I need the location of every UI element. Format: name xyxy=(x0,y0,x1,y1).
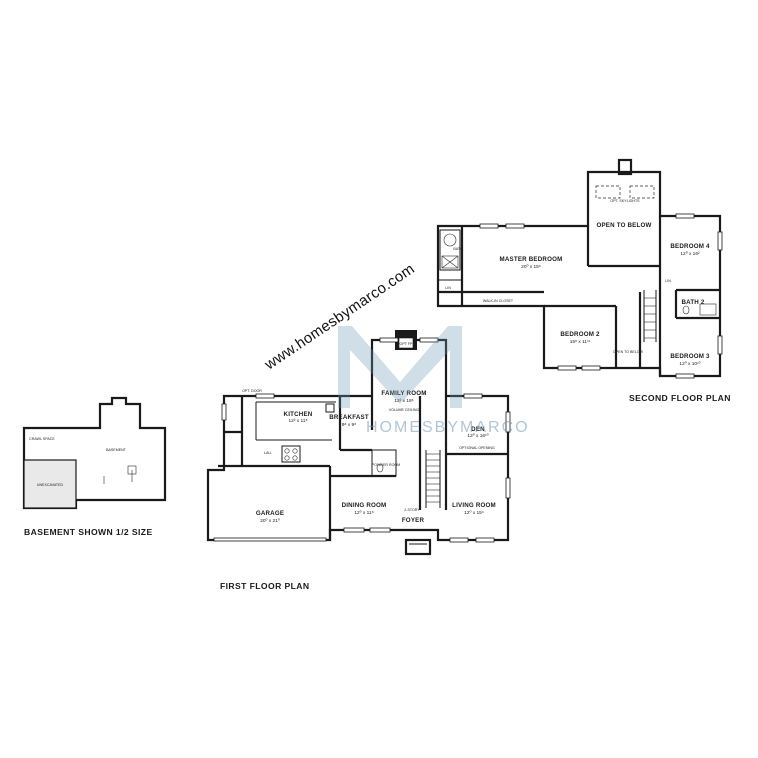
basement-unexcavated-label: UNEXCAVATED xyxy=(37,483,64,487)
dining-room-label: DINING ROOM xyxy=(342,502,387,509)
skylights-note: OPT. SKYLIGHTS xyxy=(610,199,640,203)
den-label: DEN xyxy=(471,426,485,433)
foyer-label: FOYER xyxy=(402,517,425,524)
family-room-dims: 12² x 18⁶ xyxy=(394,398,413,404)
bedroom-2-label: BEDROOM 2 xyxy=(560,331,600,338)
powder-room-label: POWDER ROOM xyxy=(372,463,400,467)
first-floor-plan: OPT FP OPT. DOOR FAMILY ROOM 12² x 18⁶ V… xyxy=(206,330,511,591)
bath-2-label: BATH 2 xyxy=(681,299,704,306)
basement-room-label: BASEMENT xyxy=(106,448,127,452)
basement-plan-title: BASEMENT SHOWN 1/2 SIZE xyxy=(24,527,153,537)
basement-plan: CRAWL SPACE BASEMENT UNEXCAVATED BASEMEN… xyxy=(22,396,167,537)
garage-dims: 20⁰ x 21⁰ xyxy=(260,518,280,524)
bedroom-4-label: BEDROOM 4 xyxy=(670,243,710,250)
watermark-logo: HOMESBYMARCO xyxy=(338,326,530,436)
second-floor-plan-title: SECOND FLOOR PLAN xyxy=(629,393,731,403)
open-to-below-2-label: OPEN TO BELOW xyxy=(613,350,644,354)
living-room-label: LIVING ROOM xyxy=(452,502,496,509)
open-to-below-1-label: OPEN TO BELOW xyxy=(596,222,651,229)
breakfast-label: BREAKFAST xyxy=(329,414,369,421)
second-floor-plan: BATH LIN LIN xyxy=(436,158,731,403)
master-bath-label: BATH xyxy=(453,247,463,251)
breakfast-dims: 9⁸ x 9⁸ xyxy=(342,422,356,428)
two-story-note: 2-STORY xyxy=(404,508,420,512)
watermark-logo-mark xyxy=(338,326,462,408)
optional-opening-note: OPTIONAL OPENING xyxy=(459,446,495,450)
bedroom-2-dims: 15⁸ x 11¹¹ xyxy=(570,339,591,345)
laundry-label: LAU. xyxy=(264,451,272,455)
garage-door xyxy=(213,537,327,542)
master-bedroom-dims: 20⁰ x 15⁶ xyxy=(521,264,541,270)
bedroom-3-dims: 12⁰ x 10¹⁰ xyxy=(679,361,700,367)
cooktop-island xyxy=(281,445,301,463)
walk-in-closet-label: WALK-IN CLOSET xyxy=(483,299,514,303)
chimney xyxy=(617,158,633,176)
garage-label: GARAGE xyxy=(256,510,284,517)
volume-ceiling-note: VOLUME CEILING xyxy=(389,408,420,412)
kitchen-label: KITCHEN xyxy=(284,411,313,418)
first-floor-windows xyxy=(221,337,511,543)
den-dims: 12⁰ x 16¹⁰ xyxy=(467,433,488,439)
master-linen-label: LIN xyxy=(445,286,451,290)
second-floor-stairs xyxy=(643,290,657,342)
kitchen-dims: 12² x 11⁸ xyxy=(289,418,308,424)
first-floor-plan-title: FIRST FLOOR PLAN xyxy=(220,581,309,591)
master-bedroom-label: MASTER BEDROOM xyxy=(500,256,563,263)
bedroom-4-dims: 12⁰ x 16² xyxy=(680,251,700,257)
first-floor-stairs xyxy=(425,450,441,508)
watermark-logo-text: HOMESBYMARCO xyxy=(366,419,530,436)
second-floor-windows xyxy=(479,213,723,379)
basement-crawl-space-label: CRAWL SPACE xyxy=(29,437,55,441)
hall-linen-label: LIN xyxy=(665,279,671,283)
optional-door-note: OPT. DOOR xyxy=(242,389,262,393)
bedroom-3-label: BEDROOM 3 xyxy=(670,353,710,360)
fireplace-label: OPT FP xyxy=(400,342,414,346)
unexcavated-area xyxy=(23,459,77,509)
family-room-label: FAMILY ROOM xyxy=(381,390,426,397)
living-room-dims: 12⁰ x 15⁶ xyxy=(464,510,484,516)
dining-room-dims: 12⁰ x 11⁸ xyxy=(354,510,373,516)
